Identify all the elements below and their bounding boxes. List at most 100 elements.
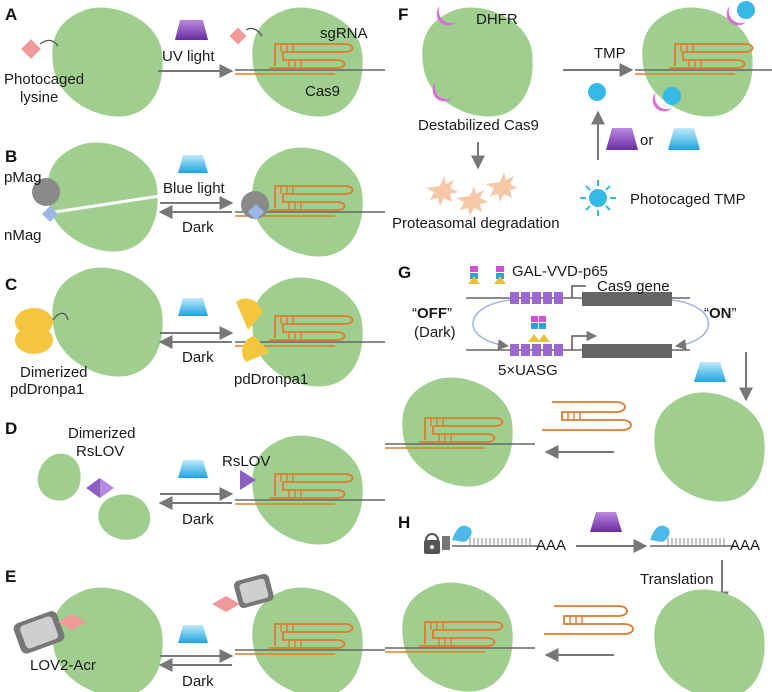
uasg-repeats-on [510,344,563,356]
on-label: “ON” [704,305,737,322]
rslov-label: RsLOV [222,453,270,470]
lov2-acr-icon [13,611,65,654]
panel-a-letter: A [5,5,17,24]
dark-label: Dark [182,673,214,690]
photocaged-label: Photocaged [4,71,84,88]
cas9-protein [52,7,163,117]
dhfr-icon [436,6,456,26]
split-cas9 [47,142,158,252]
cas9-gene-block [582,292,672,306]
blue-light-label: Blue light [163,180,226,197]
blue-light-icon [694,362,726,382]
uv-light-icon [606,128,638,150]
caged-cas9 [52,267,163,377]
blue-light-icon [668,128,700,150]
tmp-bound-icon [737,1,755,19]
active-cas9 [252,7,363,117]
cas9-complex [402,582,513,692]
promoter-off [571,285,586,298]
rslov-dimer-label: RsLOV [76,443,124,460]
mrna-cap-icon [650,525,670,542]
panel-h-letter: H [398,513,410,532]
destabilized-cas9-label: Destabilized Cas9 [418,117,539,134]
photocaged-tmp-icon [580,180,616,216]
panel-c: C Dimerized pdDronpa1 Dark pdDronpa1 [5,267,386,398]
photocaged-lysine-icon [21,39,41,59]
uv-light-label: UV light [162,48,215,65]
dark-label: Dark [182,511,214,528]
uv-light-icon [590,512,622,532]
pddronpa1-monomer-icon [236,298,262,330]
panel-f-letter: F [398,5,408,24]
pddronpa1-label: pdDronpa1 [234,371,308,388]
panel-a: A Photocaged lysine UV light sgRNA Cas9 [4,5,386,117]
sgrna-label: sgRNA [320,25,368,42]
dark-label: Dark [182,349,214,366]
mrna-strand-caged [469,538,531,546]
panel-d-letter: D [5,419,17,438]
off-label: “OFF” [412,305,452,322]
released-lov2-acr-icon [233,573,274,609]
panel-g: G GAL-VVD-p65 Cas9 gene “OFF” (Dark) “ON… [384,263,765,502]
or-label: or [640,132,653,149]
translation-label: Translation [640,571,714,588]
on-cycle-arrow [671,299,710,351]
panel-d: D Dimerized RsLOV Dark RsLOV [5,419,386,545]
expressed-cas9 [654,392,765,502]
blue-light-icon [178,625,208,643]
polya-caged-label: AAA [536,537,566,554]
uasg-repeats-off [510,292,563,304]
lysine-label: lysine [20,89,58,106]
cas9-complex [402,377,513,487]
polya-active-label: AAA [730,537,760,554]
dimerized-label: Dimerized [20,364,88,381]
blue-light-icon [178,298,208,316]
nmag-label: nMag [4,227,42,244]
lov2-acr-label: LOV2-Acr [30,657,96,674]
blue-light-icon [178,460,208,478]
uv-light-icon [175,20,208,40]
free-sgrna [543,605,634,635]
pddronpa1-dimer-label: pdDronpa1 [10,381,84,398]
photocage-lock-icon [424,533,450,554]
released-cage-icon [229,27,247,45]
uasg-label: 5×UASG [498,362,558,379]
degraded-fragments-icon [426,172,518,216]
translated-cas9 [654,589,765,692]
blue-light-icon [178,155,208,173]
tmp-molecule-icon [588,83,606,101]
gal-vvd-p65-icon [468,266,506,284]
panel-g-letter: G [398,263,411,282]
dhfr-label: DHFR [476,11,518,28]
cas9-gene-label: Cas9 gene [597,278,670,295]
off-cycle-arrow [472,299,511,351]
dimerized-gal-vvd-icon [528,316,550,342]
panel-f: F DHFR Destabilized Cas9 TMP Proteasomal… [392,1,772,232]
tmp-label: TMP [594,45,626,62]
promoter-on [571,330,598,350]
free-sgrna [541,401,632,431]
cas9-c-fragment [98,494,151,540]
nmag-icon [42,206,58,222]
panel-c-letter: C [5,275,17,294]
pmag-icon [32,178,60,206]
panel-e: E LOV2-Acr Dark [5,567,386,692]
inhibited-cas9 [52,587,163,692]
photocaged-tmp-label: Photocaged TMP [630,191,746,208]
rslov-monomer-icon [240,470,256,490]
pmag-label: pMag [4,169,42,186]
mrna-cap-icon [452,525,472,542]
gal-vvd-p65-label: GAL-VVD-p65 [512,263,608,280]
dark-label: (Dark) [414,324,456,341]
panel-b: B pMag nMag Blue light Dark [4,142,386,257]
dimerized-rslov-icon [86,478,100,498]
dark-label: Dark [182,219,214,236]
panel-h: H AAA [384,512,765,692]
mrna-strand-active [667,538,725,546]
panel-e-letter: E [5,567,16,586]
cas9-n-fragment [37,453,81,501]
cas9-label: Cas9 [305,83,340,100]
panel-b-letter: B [5,147,17,166]
degradation-label: Proteasomal degradation [392,215,560,232]
